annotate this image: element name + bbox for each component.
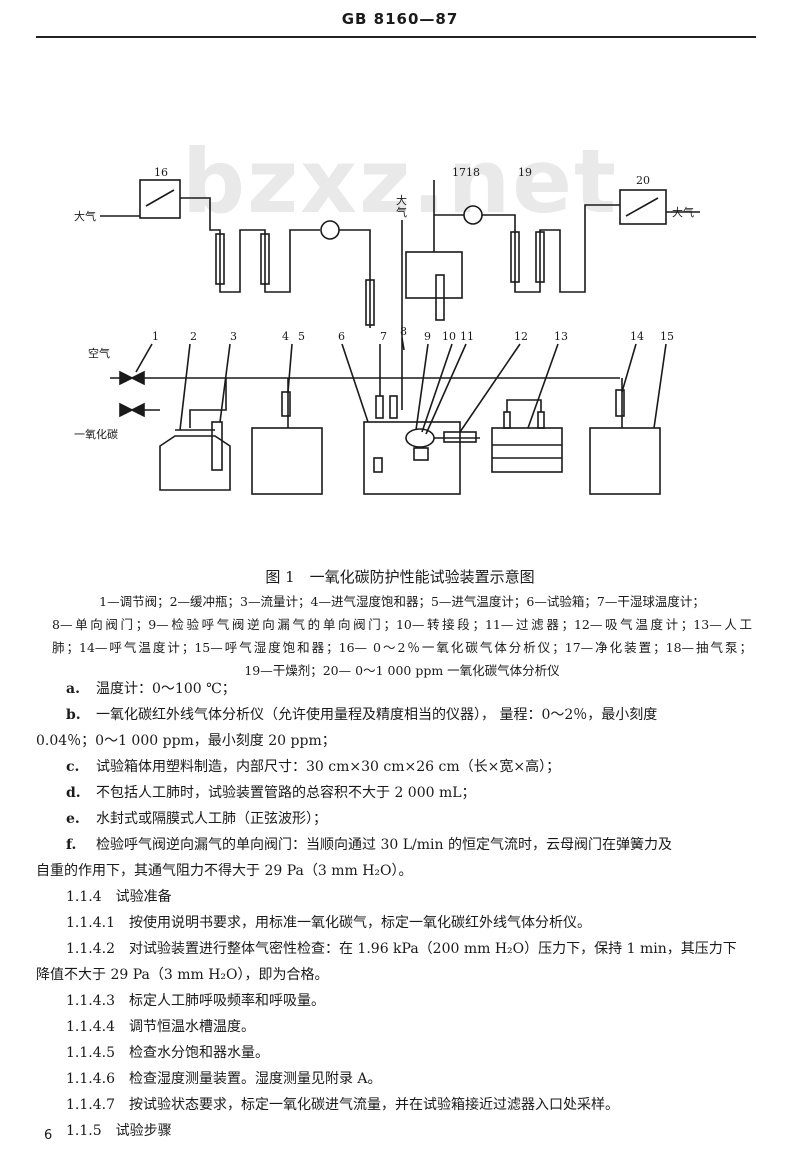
label-co: 一氧化碳 bbox=[74, 427, 118, 441]
section-paragraph: 1.1.4.4 调节恒温水槽温度。 bbox=[66, 1019, 255, 1035]
label-10: 10 bbox=[442, 330, 456, 343]
label-13: 13 bbox=[554, 330, 568, 343]
pump-18 bbox=[463, 205, 483, 225]
body-text: a.温度计：0～100 ℃； b.一氧化碳红外线气体分析仪（允许使用量程及精度相… bbox=[36, 676, 760, 1144]
section-paragraph: 1.1.4.3 标定人工肺呼吸频率和呼吸量。 bbox=[66, 993, 325, 1009]
buffer-bottle-2 bbox=[159, 435, 231, 491]
legend-line: 1—调节阀；2—缓冲瓶；3—流量计；4—进气湿度饱和器；5—进气温度计；6—试验… bbox=[99, 594, 705, 609]
legend-line: 肺；14—呼气温度计；15—呼气湿度饱和器；16— 0～2％一氧化碳气体分析仪；… bbox=[52, 640, 752, 655]
section-paragraph: 1.1.4.2 对试验装置进行整体气密性检查：在 1.96 kPa（200 mm… bbox=[66, 941, 737, 957]
label-atm-top-2: 气 bbox=[396, 205, 407, 219]
label-6: 6 bbox=[338, 330, 345, 343]
analyzer-16-box bbox=[139, 179, 181, 219]
list-item: c.试验箱体用塑料制造，内部尺寸：30 cm×30 cm×26 cm（长×宽×高… bbox=[66, 759, 561, 775]
list-item: d.不包括人工肺时，试验装置管路的总容积不大于 2 000 mL； bbox=[66, 785, 476, 801]
analyzer-20-box bbox=[619, 189, 667, 225]
label-12: 12 bbox=[514, 330, 528, 343]
legend-line: 19—干燥剂；20— 0～1 000 ppm 一氧化碳气体分析仪 bbox=[244, 663, 560, 678]
figure-caption: 图 1 一氧化碳防护性能试验装置示意图 bbox=[265, 568, 535, 586]
legend-line: 8—单向阀门；9—检验呼气阀逆向漏气的单向阀门；10—转接段；11—过滤器；12… bbox=[52, 617, 752, 632]
label-15: 15 bbox=[660, 330, 674, 343]
pump-left bbox=[320, 220, 340, 240]
header-rule bbox=[36, 36, 756, 38]
label-20: 20 bbox=[636, 174, 650, 187]
label-8: 8 bbox=[400, 325, 407, 338]
list-item: e.水封式或隔膜式人工肺（正弦波形）； bbox=[66, 811, 327, 827]
label-atm-left: 大气 bbox=[74, 209, 96, 223]
label-19: 19 bbox=[518, 166, 532, 179]
list-item: f.检验呼气阀逆向漏气的单向阀门：当顺向通过 30 L/min 的恒定气流时，云… bbox=[66, 837, 672, 853]
label-5: 5 bbox=[298, 330, 305, 343]
purifier-17 bbox=[405, 251, 463, 299]
humidifier-4 bbox=[251, 427, 323, 495]
section-paragraph: 1.1.4.5 检查水分饱和器水量。 bbox=[66, 1045, 269, 1061]
exhale-humidifier-15 bbox=[589, 427, 661, 495]
label-17: 17 bbox=[452, 166, 466, 179]
watermark: bzxz.net bbox=[181, 130, 619, 233]
test-box-6 bbox=[363, 421, 461, 495]
page-header: GB 8160—87 bbox=[341, 10, 459, 28]
list-item-continuation: 自重的作用下，其通气阻力不得大于 29 Pa（3 mm H₂O）。 bbox=[36, 863, 413, 879]
section-paragraph: 1.1.4.6 检查湿度测量装置。湿度测量见附录 A。 bbox=[66, 1071, 382, 1087]
section-heading: 1.1.4 试验准备 bbox=[66, 889, 172, 905]
filter-11 bbox=[405, 428, 435, 448]
section-heading: 1.1.5 试验步骤 bbox=[66, 1123, 172, 1139]
label-2: 2 bbox=[190, 330, 197, 343]
label-air: 空气 bbox=[88, 346, 110, 360]
figure-legend: 1—调节阀；2—缓冲瓶；3—流量计；4—进气湿度饱和器；5—进气温度计；6—试验… bbox=[52, 590, 752, 682]
list-item-continuation: 0.04％；0～1 000 ppm，最小刻度 20 ppm； bbox=[36, 733, 336, 749]
label-18: 18 bbox=[466, 166, 480, 179]
section-paragraph: 1.1.4.7 按试验状态要求，标定一氧化碳进气流量，并在试验箱接近过滤器入口处… bbox=[66, 1097, 619, 1113]
label-4: 4 bbox=[282, 330, 289, 343]
label-1: 1 bbox=[152, 330, 159, 343]
label-11: 11 bbox=[460, 330, 474, 343]
drying-tube-19 bbox=[510, 231, 520, 283]
section-continuation: 降值不大于 29 Pa（3 mm H₂O），即为合格。 bbox=[36, 967, 329, 983]
exhale-thermometer-14 bbox=[615, 389, 625, 417]
list-item: a.温度计：0～100 ℃； bbox=[66, 681, 236, 697]
label-atm-right: 大气 bbox=[672, 205, 694, 219]
label-atm-top-1: 大 bbox=[396, 193, 407, 207]
section-paragraph: 1.1.4.1 按使用说明书要求，用标准一氧化碳气，标定一氧化碳红外线气体分析仪… bbox=[66, 915, 591, 931]
label-16: 16 bbox=[154, 166, 168, 179]
artificial-lung-13 bbox=[491, 427, 563, 473]
list-item: b.一氧化碳红外线气体分析仪（允许使用量程及精度相当的仪器）， 量程：0～2％，… bbox=[66, 707, 658, 723]
label-3: 3 bbox=[230, 330, 237, 343]
apparatus-diagram: 1 2 3 4 5 6 7 8 9 10 11 12 13 14 15 16 1… bbox=[74, 166, 700, 495]
page-number: 6 bbox=[44, 1128, 53, 1143]
label-9: 9 bbox=[424, 330, 431, 343]
label-14: 14 bbox=[630, 330, 644, 343]
label-7: 7 bbox=[380, 330, 387, 343]
